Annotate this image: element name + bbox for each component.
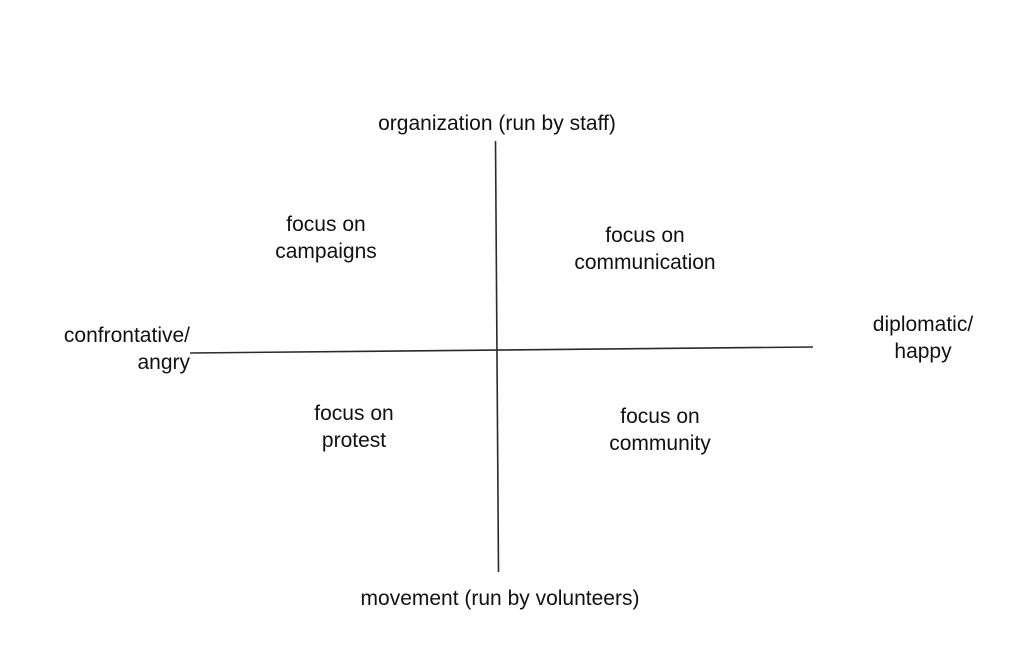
axis-label-diplomatic-happy: diplomatic/ happy [872,313,974,363]
quadrant-label-focus-on-communication: focus on communication [574,224,716,274]
axis-label-movement: movement (run by volunteers) [360,587,640,610]
horizontal-axis-line [189,346,814,354]
quadrant-label-focus-on-campaigns: focus on campaigns [275,213,377,263]
vertical-axis-line [494,140,500,573]
quadrant-label-focus-on-community: focus on community [609,405,711,455]
axis-label-organization: organization (run by staff) [378,112,616,135]
axis-label-confrontative-angry: confrontative/ angry [63,324,190,374]
quadrant-label-focus-on-protest: focus on protest [314,402,394,452]
